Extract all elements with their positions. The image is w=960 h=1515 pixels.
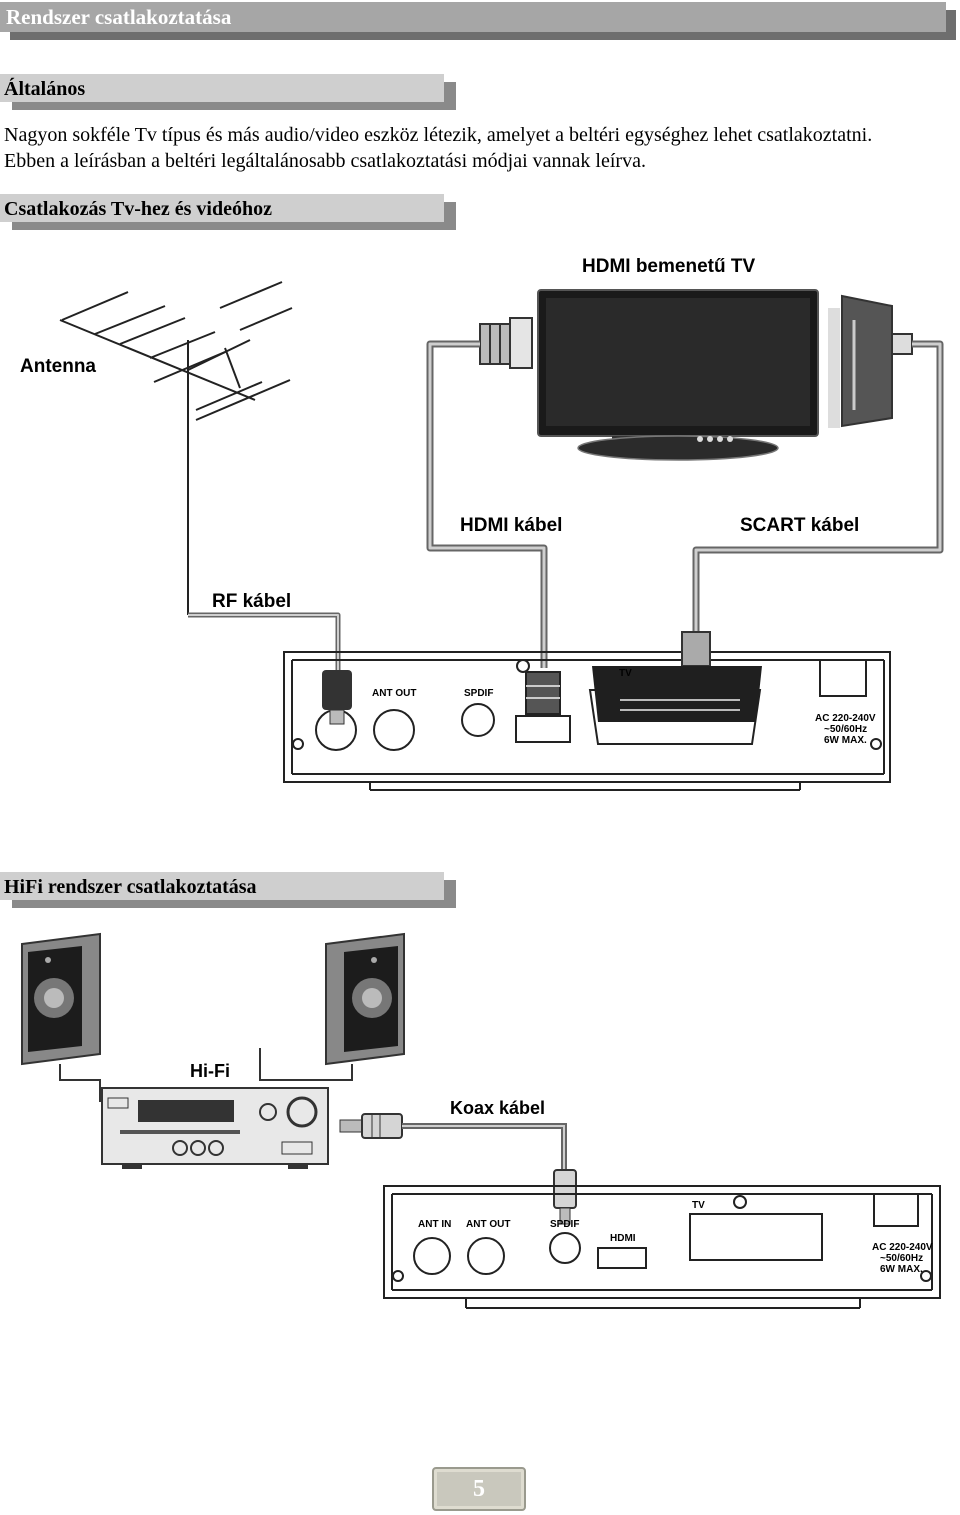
section-heading-tv: Csatlakozás Tv-hez és videóhoz [0,194,444,222]
page-number-badge: 5 [432,1467,526,1511]
hifi-spdif-label: SPDIF [550,1219,579,1230]
hdmi-plug-icon [479,317,533,369]
section-heading-general: Általános [0,74,444,102]
hifi-tv-port-label: TV [692,1200,705,1211]
right-speaker-icon [325,932,405,1066]
coax-cable-label: Koax kábel [450,1098,545,1118]
hifi-power-label-1: AC 220-240V [872,1242,933,1253]
tv-icon [537,289,819,461]
hdmi-cable-label: HDMI kábel [460,515,562,536]
section-heading-hifi-text: HiFi rendszer csatlakoztatása [4,876,257,898]
receiver-hdmi-plug-icon [525,671,561,715]
scart-plug-icon [828,294,913,428]
coax-cable-line [402,1123,567,1170]
coax-plug-receiver-icon [553,1169,577,1225]
section-heading-general-text: Általános [4,78,86,100]
hifi-power-label-2: ~50/60Hz [880,1253,923,1264]
power-label-3: 6W MAX. [824,735,867,746]
hifi-connection-diagram: Hi-Fi Koax kábel [21,932,941,1309]
ant-in-label: ANT IN [418,1219,451,1230]
section-heading-tv-text: Csatlakozás Tv-hez és videóhoz [4,198,272,220]
hdmi-port-label: HDMI [610,1233,636,1244]
tv-connection-diagram: Antenna HDMI bemenetű TV HDMI kábel SCAR… [20,256,944,791]
page-title-bar: Rendszer csatlakoztatása [0,2,946,32]
scart-cable-label: SCART kábel [740,515,859,536]
left-speaker-icon [21,932,101,1066]
page-number: 5 [473,1476,485,1502]
intro-paragraph: Nagyon sokféle Tv típus és más audio/vid… [4,122,944,174]
cable-lines [188,340,944,670]
rf-plug-icon [322,670,352,725]
coax-plug-icon [339,1113,403,1139]
speaker-wires [59,1048,353,1102]
hifi-receiver-back-panel [383,1185,941,1309]
power-label-1: AC 220-240V [815,713,876,724]
antenna-label: Antenna [20,356,96,377]
hifi-ant-out-label: ANT OUT [466,1219,510,1230]
ant-out-label: ANT OUT [372,688,416,699]
tv-port-label: TV [619,668,632,679]
section-heading-hifi: HiFi rendszer csatlakoztatása [0,872,444,900]
hifi-amplifier-icon [101,1087,329,1169]
hifi-power-label-3: 6W MAX. [880,1264,923,1275]
antenna-icon [59,281,293,615]
intro-line-1: Nagyon sokféle Tv típus és más audio/vid… [4,124,873,146]
page-title: Rendszer csatlakoztatása [6,5,232,29]
rf-cable-label: RF kábel [212,591,291,612]
receiver-scart-plug-icon [592,631,762,722]
tv-label: HDMI bemenetű TV [582,256,755,277]
intro-line-2: Ebben a leírásban a beltéri legáltalános… [4,150,646,172]
power-label-2: ~50/60Hz [824,724,867,735]
receiver-back-panel [283,651,891,791]
hifi-label: Hi-Fi [190,1061,230,1081]
spdif-label: SPDIF [464,688,493,699]
